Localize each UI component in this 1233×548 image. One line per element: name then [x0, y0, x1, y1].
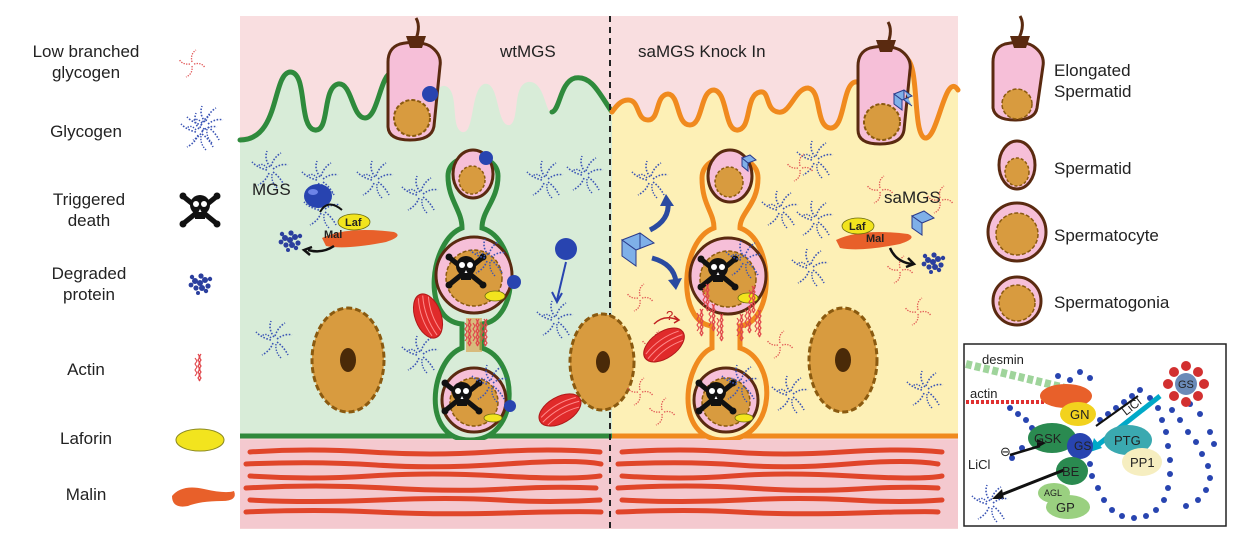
inset-actin-label: actin — [970, 386, 997, 401]
inset-pp1-label: PP1 — [1130, 455, 1155, 470]
inset-gp-blob — [1046, 495, 1090, 519]
legend-degraded-protein-label: Degraded protein — [51, 264, 127, 304]
inset-gs-top-label: GS — [1178, 379, 1194, 391]
ki-spermatid — [706, 148, 757, 204]
inset-be-label: BE — [1062, 464, 1080, 479]
mal-label-wt: Mal — [324, 229, 342, 241]
ki-panel-title: saMGS Knock In — [638, 42, 766, 61]
malin-icon — [172, 487, 235, 507]
wt-elongated-spermatid — [386, 17, 442, 142]
question-mark: ? — [666, 308, 673, 323]
wt-spermatid — [451, 148, 495, 200]
inset-gs-blob — [1067, 433, 1093, 459]
intercellular-bridges — [464, 283, 762, 352]
legend-spermatocyte-label: Spermatocyte — [1054, 226, 1159, 245]
inset-licl-left-label: LiCl — [968, 457, 991, 472]
left-legend: Low branched glycogen Glycogen Triggered… — [0, 0, 240, 548]
wt-panel-title: wtMGS — [499, 42, 556, 61]
legend-malin-label: Malin — [65, 485, 107, 504]
low-branched-glycogen-icon — [178, 49, 206, 78]
laf-label-wt: Laf — [345, 217, 362, 229]
inset-malin — [1040, 384, 1092, 408]
central-diagram: wtMGS saMGS Knock In MGS saMGS Laf Mal L… — [237, 16, 961, 529]
spermatocyte-icon — [986, 201, 1048, 263]
inset-gn-label: GN — [1070, 407, 1090, 422]
mgs-label: MGS — [252, 180, 291, 199]
legend-actin-label: Actin — [67, 360, 105, 379]
inset-panel: desmin actin GN GS GSK PTG PP1 BE AGL GP… — [963, 343, 1227, 527]
wt-mgs-cluster — [278, 184, 577, 305]
laforin-icon — [175, 428, 225, 452]
ki-elongated-spermatid — [856, 21, 914, 146]
inset-be-blob — [1056, 457, 1088, 485]
inset-desmin-label: desmin — [982, 352, 1024, 367]
wt-spermatogonia — [442, 364, 516, 434]
skull-icon — [180, 193, 221, 228]
inset-pp1-blob — [1122, 448, 1162, 476]
legend-triggered-death-label: Triggered death — [52, 190, 126, 230]
legend-elongated-spermatid-label: Elongated Spermatid — [1054, 61, 1132, 101]
inset-gn-blob — [1060, 402, 1096, 426]
inset-ptg-blob — [1104, 425, 1152, 455]
legend-laforin-label: Laforin — [60, 429, 112, 448]
spermatogonia-icon — [991, 275, 1043, 327]
wt-spermatocyte — [434, 235, 521, 315]
mal-label-ki: Mal — [866, 233, 884, 245]
laf-label-ki: Laf — [849, 221, 866, 233]
glycogen-icon — [180, 112, 218, 151]
legend-icons — [172, 49, 235, 507]
muscle-fibers — [243, 447, 945, 517]
inset-gsk-label: GSK — [1034, 431, 1062, 446]
elongated-spermatid-icon — [991, 15, 1045, 122]
legend-low-branched-glycogen-label: Low branched glycogen — [32, 42, 140, 82]
inset-agl-label: AGL — [1044, 488, 1062, 498]
legend-glycogen-label: Glycogen — [50, 122, 122, 141]
legend-spermatogonia-label: Spermatogonia — [1054, 293, 1170, 312]
inset-gs-cluster — [1163, 361, 1209, 407]
ki-spermatogonia — [692, 364, 760, 434]
cell-type-legend-icons — [986, 15, 1048, 327]
degraded-protein-icon — [188, 273, 213, 295]
samgs-label: saMGS — [884, 188, 941, 207]
inset-minus-icon: ⊖ — [1000, 444, 1011, 459]
inset-ptg-label: PTG — [1114, 433, 1141, 448]
spermatid-icon — [997, 139, 1037, 191]
actin-icon — [194, 353, 202, 382]
inset-gp-label: GP — [1056, 500, 1075, 515]
legend-spermatid-label: Spermatid — [1054, 159, 1132, 178]
ki-samgs-cluster — [620, 194, 946, 325]
inset-gs-label: GS — [1074, 439, 1091, 453]
